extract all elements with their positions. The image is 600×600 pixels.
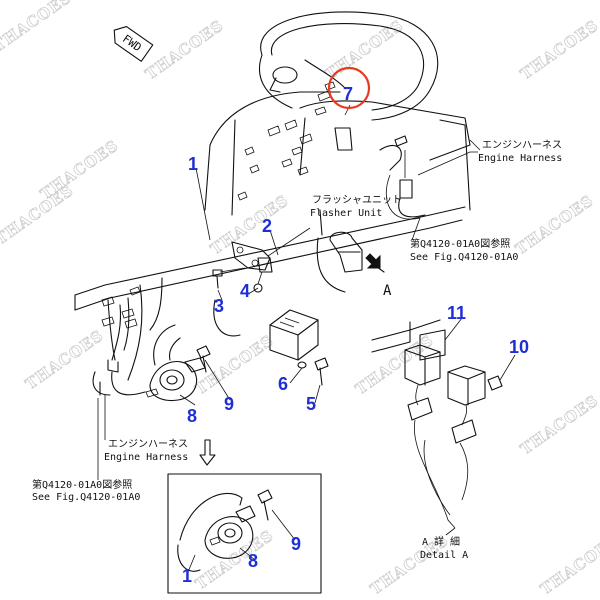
bracket-part-2 [231, 227, 311, 273]
engine-harness-top-en: Engine Harness [478, 153, 562, 164]
flasher-unit [316, 209, 363, 293]
callout-10: 10 [509, 337, 529, 357]
detail-a-jp: A 詳 細 [422, 535, 460, 548]
callout-4: 4 [240, 281, 250, 301]
turn-signal-switch [334, 127, 353, 151]
horn-part-8 [145, 357, 206, 402]
engine-harness-left-jp: エンジンハーネス [108, 438, 188, 450]
callout-8-detail: 8 [248, 551, 258, 571]
callout-7: 7 [343, 84, 353, 104]
watermark: THACOES [22, 326, 107, 393]
body-frame [74, 119, 471, 381]
ref-top-en: See Fig.Q4120-01A0 [410, 252, 518, 263]
callout-1-detail: 1 [182, 566, 192, 586]
bolt-part-9 [196, 345, 211, 373]
detail-a-en: Detail A [420, 550, 468, 561]
view-a-arrow: A [365, 253, 392, 299]
watermark: THACOES [352, 331, 437, 398]
horn-knob [272, 66, 298, 84]
detail-down-arrow [199, 439, 216, 466]
callout-1: 1 [188, 154, 198, 174]
view-a-label: A [383, 283, 392, 299]
flasher-unit-en: Flasher Unit [310, 208, 382, 219]
callout-11: 11 [447, 303, 466, 323]
washer-part-6 [297, 361, 307, 369]
highlight-ring [327, 66, 371, 110]
callout-9: 9 [224, 394, 234, 414]
callout-6: 6 [278, 374, 288, 394]
detail-frame [167, 473, 322, 594]
watermark: THACOES [517, 391, 600, 458]
annotations: エンジンハーネス Engine Harness フラッシャユニット Flashe… [32, 139, 562, 561]
relay-unit [269, 309, 319, 361]
callout-8: 8 [187, 406, 197, 426]
ref-left-en: See Fig.Q4120-01A0 [32, 492, 140, 503]
engine-harness-left-en: Engine Harness [104, 452, 188, 463]
callout-9-detail: 9 [291, 534, 301, 554]
fwd-label: FWD [120, 32, 144, 54]
relay-part-11 [419, 329, 446, 361]
watermark: THACOES [537, 531, 600, 598]
nut-part-4 [253, 271, 263, 293]
screw-part-5 [314, 357, 329, 386]
engine-harness-top-jp: エンジンハーネス [482, 139, 562, 151]
fwd-direction-tag: FWD [113, 26, 154, 62]
watermark: THACOES [517, 16, 600, 83]
watermark: THACOES [512, 191, 597, 258]
callout-2: 2 [262, 216, 272, 236]
callout-5: 5 [306, 394, 316, 414]
detail-a [371, 319, 503, 529]
bolt-part-3 [212, 267, 246, 289]
callout-3: 3 [214, 296, 224, 316]
steering-wheel [258, 11, 439, 121]
flasher-unit-jp: フラッシャユニット [312, 194, 402, 206]
ref-top-jp: 第Q4120-01A0図参照 [410, 237, 510, 250]
watermark: THACOES [142, 16, 227, 83]
steering-column [204, 81, 471, 218]
horn-detail-box [167, 473, 322, 594]
callout-numbers: 1 2 3 4 5 6 7 8 9 10 11 1 8 9 [182, 84, 529, 586]
engine-harness-top [385, 139, 481, 220]
harness-wires [92, 296, 241, 396]
watermark: THACOES [0, 0, 75, 55]
ref-left-jp: 第Q4120-01A0図参照 [32, 478, 132, 491]
leader-lines [179, 104, 516, 573]
bolt-part-10 [487, 375, 503, 391]
watermark: THACOES [192, 526, 277, 593]
